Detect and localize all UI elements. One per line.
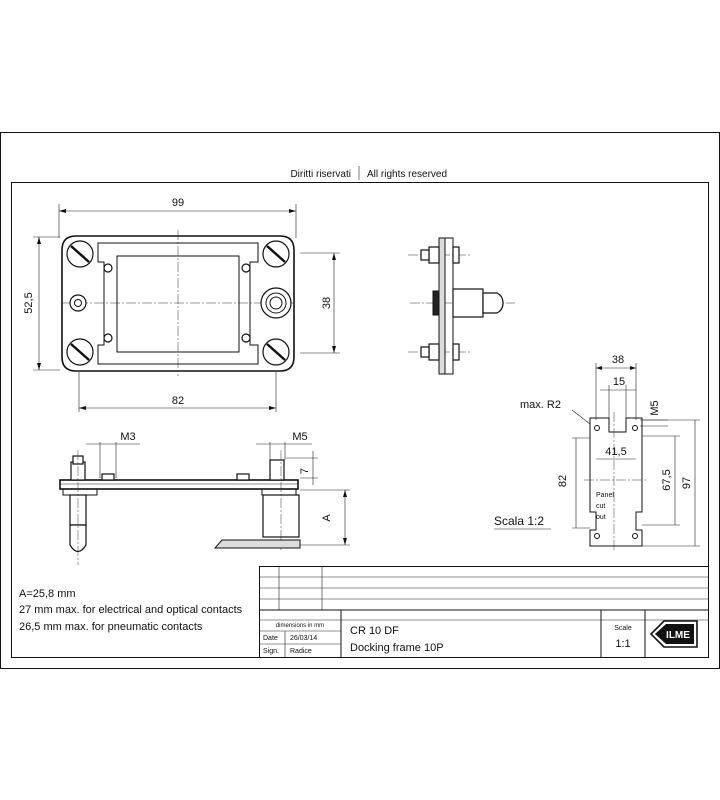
date-label: Date <box>263 635 278 642</box>
ilme-logo-icon: ILME <box>649 620 698 648</box>
title-block: dimensions in mm Date 26/03/14 Sign. Rad… <box>259 566 709 658</box>
bottom-side-view: M3 M5 7 A <box>59 431 350 565</box>
corner-screw-icon <box>262 240 290 268</box>
dim-front-bottom: 82 <box>172 395 184 407</box>
dim-front-width: 99 <box>172 197 184 209</box>
note-line-1: 27 mm max. for electrical and optical co… <box>19 604 243 616</box>
note-line-2: 26,5 mm max. for pneumatic contacts <box>19 621 203 633</box>
notes: A=25,8 mm 27 mm max. for electrical and … <box>19 588 243 633</box>
side-view <box>408 237 515 375</box>
rights-reserved-en: All rights reserved <box>367 169 447 180</box>
panel-cutout-label-1: Panel <box>596 492 614 499</box>
dim-cut-82: 82 <box>557 475 569 487</box>
corner-screw-icon <box>262 338 290 366</box>
sign-label: Sign. <box>263 648 279 655</box>
scale-value: 1:1 <box>615 638 630 650</box>
dim-m5: M5 <box>292 431 307 443</box>
panel-cutout-view: 38 15 M5 max. R2 41,5 82 67,5 <box>494 354 700 552</box>
dim-cut-41-5: 41,5 <box>605 446 626 458</box>
note-a-value: A=25,8 mm <box>19 588 76 600</box>
dims-in-mm-label: dimensions in mm <box>276 623 324 629</box>
dim-cut-67-5: 67,5 <box>661 469 673 490</box>
product-name: Docking frame 10P <box>350 642 444 654</box>
product-code: CR 10 DF <box>350 625 399 637</box>
rights-reserved-it: Diritti riservati <box>290 169 351 180</box>
dim-7: 7 <box>299 468 311 474</box>
dim-cut-m5: M5 <box>649 400 661 415</box>
scale-label: Scale <box>614 625 632 632</box>
front-view: 99 52,5 38 82 <box>23 197 340 412</box>
dim-cut-38: 38 <box>612 354 624 366</box>
panel-cutout-label-3: out <box>596 514 606 521</box>
scale-note: Scala 1:2 <box>494 514 544 528</box>
dim-m3: M3 <box>120 431 135 443</box>
corner-screw-icon <box>66 240 94 268</box>
corner-screw-icon <box>66 338 94 366</box>
date-value: 26/03/14 <box>290 635 317 642</box>
dim-cut-r2: max. R2 <box>520 399 561 411</box>
logo-text: ILME <box>666 630 690 641</box>
dim-cut-97: 97 <box>681 477 693 489</box>
panel-cutout-label-2: cut <box>596 503 605 510</box>
sign-value: Radice <box>290 648 312 655</box>
dim-front-height: 52,5 <box>23 292 35 313</box>
dim-a: A <box>321 514 333 522</box>
dim-front-inner: 38 <box>321 297 333 309</box>
dim-cut-15: 15 <box>613 376 625 388</box>
